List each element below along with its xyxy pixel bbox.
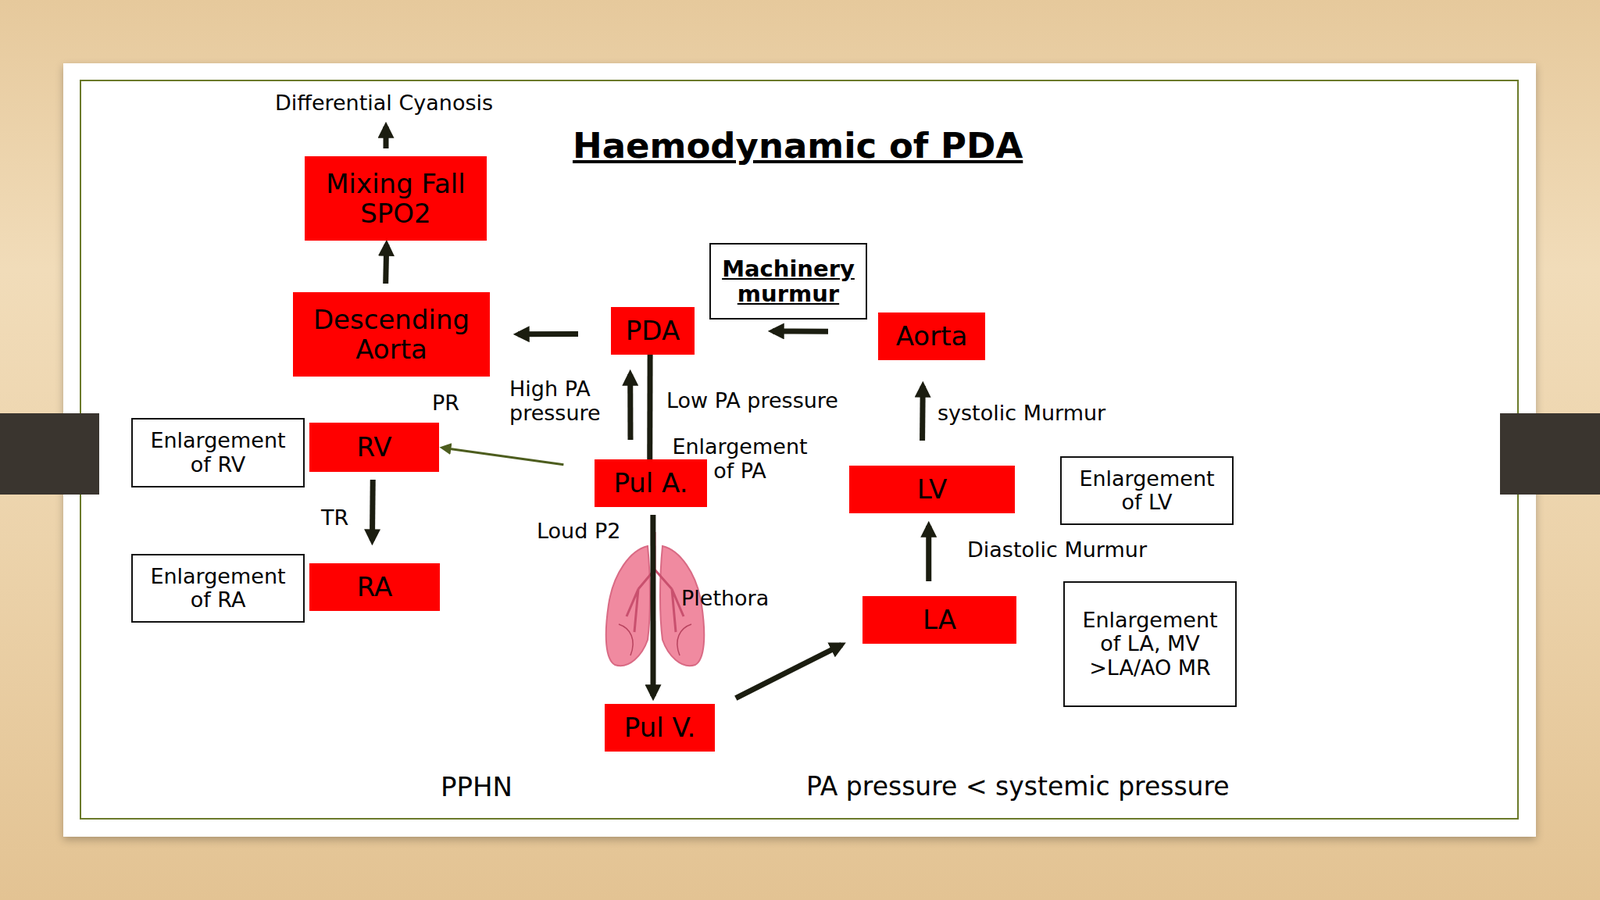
edge-label: PR [432,390,460,415]
node-text: RA [357,571,393,602]
chamber-box: Aorta [878,312,986,361]
annotation-label: Differential Cyanosis [275,90,493,115]
node-text: RV [356,432,392,462]
flow-arrow [385,244,387,284]
edge-label: Diastolic Murmur [967,537,1147,562]
flow-arrow [369,479,376,541]
node-text: Pul V. [624,712,696,743]
chamber-box: LV [849,465,1015,514]
node-text: PDA [625,315,680,346]
note-box: Machinery murmur [709,242,868,320]
node-text: Mixing Fall SPO2 [304,168,487,229]
note-box: Enlargement of LV [1060,456,1234,525]
chamber-box: LA [862,596,1017,644]
edge-label: TR [321,505,349,530]
chamber-box: RV [309,422,440,472]
chamber-box: RA [309,563,440,611]
chamber-box: PDA [610,307,695,355]
node-text: Machinery murmur [717,256,860,308]
flow-arrow [925,525,932,582]
annotation-label: PA pressure < systemic pressure [806,771,1230,802]
flow-arrow [517,331,579,337]
node-text: Enlargement of LV [1067,467,1226,515]
chamber-box: Pul A. [594,459,708,508]
edge-label: systolic Murmur [937,400,1106,425]
flow-arrow [627,374,633,440]
flow-arrow [735,644,842,698]
arrow-to-cyanosis [383,126,390,149]
flow-arrow [650,514,656,697]
chamber-box: Descending Aorta [292,292,490,377]
side-bar [0,413,100,495]
node-text: Aorta [896,321,968,351]
node-text: LV [917,474,947,504]
edge-label: High PA pressure [509,376,619,425]
note-box: Enlargement of RA [131,553,305,623]
bronchi [626,532,684,633]
annotation-label: Enlargement of PA [665,434,815,483]
chamber-box: Mixing Fall SPO2 [304,156,487,241]
flow-arrow [772,328,829,334]
left-lung [606,546,650,666]
annotation-label: Plethora [681,585,769,611]
annotation-label: Loud P2 [536,518,621,543]
node-text: Enlargement of RA [139,564,297,612]
diagram-title: Haemodynamic of PDA [572,125,1023,167]
note-box: Enlargement of RV [131,417,305,488]
note-box: Enlargement of LA, MV >LA/AO MR [1063,581,1237,708]
node-text: Enlargement of RV [139,428,297,476]
annotation-label: PPHN [440,771,513,803]
node-text: Descending Aorta [292,304,490,365]
vessels [618,624,692,656]
side-bar [1500,413,1600,495]
chamber-box: Pul V. [604,703,715,752]
flow-arrow [919,385,926,441]
node-text: LA [922,604,957,635]
node-text: Pul A. [613,467,688,498]
edge-label: Low PA pressure [666,388,839,413]
flow-arrow [442,447,564,465]
node-text: Enlargement of LA, MV >LA/AO MR [1071,608,1229,680]
